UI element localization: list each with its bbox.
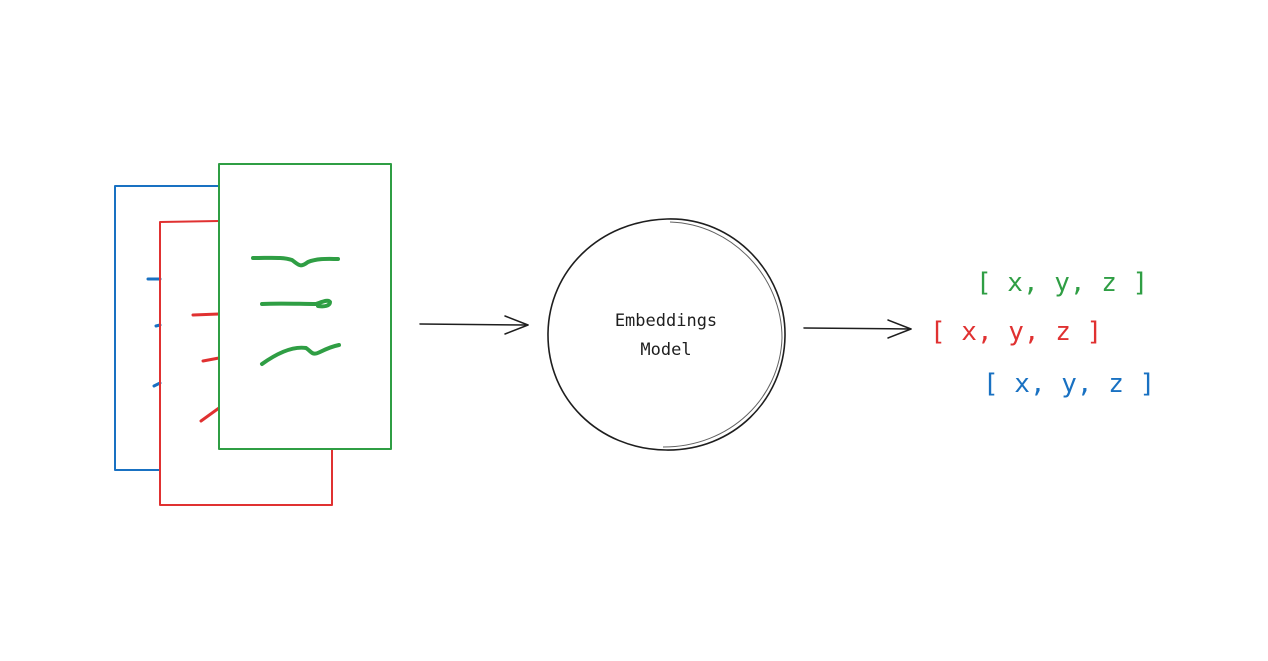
document-red-line-3	[199, 406, 221, 423]
document-red-outline	[159, 220, 333, 506]
vector-green: [ x, y, z ]	[976, 268, 1148, 298]
document-blue	[114, 185, 220, 471]
document-red	[159, 220, 333, 506]
document-green-line-2	[260, 298, 332, 309]
vector-blue: [ x, y, z ]	[983, 369, 1155, 399]
embeddings-model: Embeddings Model	[547, 218, 786, 451]
document-green-line-3	[260, 343, 341, 366]
arrow-to-vectors-shaft	[803, 327, 912, 330]
arrow-to-model-head	[504, 315, 529, 335]
document-red-line-1	[191, 312, 221, 317]
model-label-line-1: Embeddings	[615, 311, 717, 331]
document-green-line-1	[251, 255, 340, 268]
embeddings-model-circle	[547, 218, 786, 451]
embedding-vectors: [ x, y, z ] [ x, y, z ] [ x, y, z ]	[930, 268, 1155, 399]
document-green-outline	[218, 163, 392, 450]
document-green	[218, 163, 392, 450]
model-label-line-2: Model	[640, 340, 691, 360]
vector-red: [ x, y, z ]	[930, 317, 1102, 347]
arrow-to-model-shaft	[419, 323, 529, 326]
embeddings-model-circle-stroke	[662, 221, 783, 448]
document-blue-outline	[114, 185, 220, 471]
arrow-to-vectors	[803, 319, 912, 339]
arrow-to-vectors-head	[887, 319, 912, 339]
arrow-to-model	[419, 315, 529, 335]
document-red-line-2	[201, 356, 221, 363]
